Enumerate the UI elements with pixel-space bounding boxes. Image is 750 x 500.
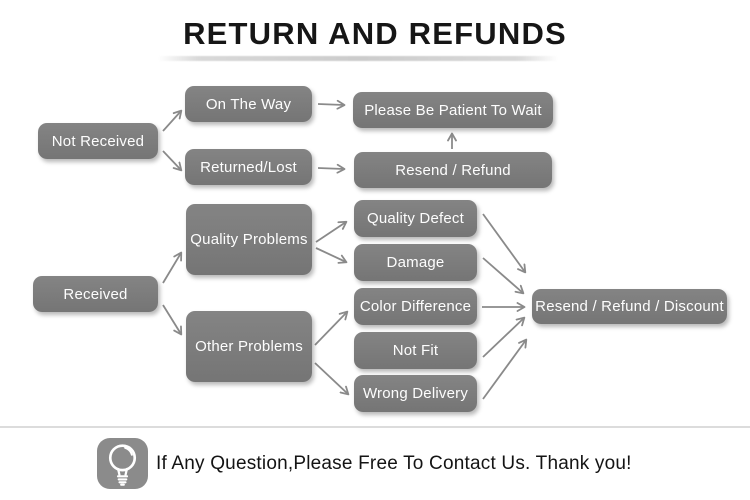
arrow-quality-problems-to-quality-defect [315, 220, 348, 243]
arrow-not-fit-to-final [482, 316, 526, 358]
arrow-other-problems-to-wrong-delivery [314, 362, 350, 396]
arrow-on-the-way-to-please-wait [317, 99, 346, 110]
arrow-received-to-quality-problems [162, 251, 183, 284]
node-resend-refund: Resend / Refund [354, 152, 552, 188]
arrow-wrong-delivery-to-final [482, 338, 528, 400]
footer-message: If Any Question,Please Free To Contact U… [156, 452, 632, 474]
arrow-quality-defect-to-final [482, 213, 527, 274]
arrow-not-received-to-on-the-way [162, 109, 183, 132]
node-please-wait: Please Be Patient To Wait [353, 92, 553, 128]
node-on-the-way: On The Way [185, 86, 312, 122]
node-not-received: Not Received [38, 123, 158, 159]
node-wrong-delivery: Wrong Delivery [354, 375, 477, 412]
footer-divider [0, 426, 750, 428]
node-damage: Damage [354, 244, 477, 281]
node-quality-problems: Quality Problems [186, 204, 312, 275]
arrow-returned-lost-to-resend-refund [317, 163, 346, 174]
arrow-other-problems-to-color-difference [314, 310, 349, 346]
node-color-difference: Color Difference [354, 288, 477, 325]
node-received: Received [33, 276, 158, 312]
node-other-problems: Other Problems [186, 311, 312, 382]
arrow-quality-problems-to-damage [315, 247, 348, 264]
node-quality-defect: Quality Defect [354, 200, 477, 237]
title-underline [158, 56, 558, 61]
arrow-not-received-to-returned-lost [162, 150, 183, 172]
lightbulb-icon [108, 444, 137, 486]
node-returned-lost: Returned/Lost [185, 149, 312, 185]
lightbulb-badge [97, 438, 148, 489]
node-not-fit: Not Fit [354, 332, 477, 369]
arrow-received-to-other-problems [162, 304, 183, 336]
footer: If Any Question,Please Free To Contact U… [97, 438, 632, 489]
page-title: RETURN AND REFUNDS [183, 16, 567, 51]
arrow-damage-to-final [482, 257, 525, 295]
node-resend-refund-discount: Resend / Refund / Discount [532, 289, 727, 324]
